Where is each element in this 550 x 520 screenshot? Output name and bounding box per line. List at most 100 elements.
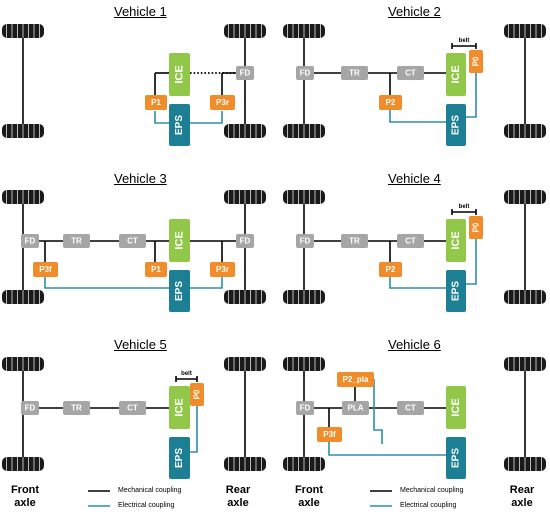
v3-p1-motor-label: P1 [151,265,161,274]
v3-electrical-line [44,277,223,289]
front-axle-label-left: Front axle [10,484,40,509]
v4-front-bottom-tire [283,290,325,304]
v3-p3r-motor-label: P3r [216,265,229,274]
v4-belt-label: belt [459,204,470,210]
v2-tr-block-label: TR [349,69,360,78]
v6-fd-block [296,401,314,415]
v2-front-bottom-tire [283,124,325,138]
rear-axle-label-right: Rear axle [509,484,535,509]
v3-rear-top-tire [224,190,266,204]
legend-mechanical-label-2: Mechanical coupling [400,487,464,494]
v3-eps-block-label: EPS [174,281,185,301]
rear-axle-label-left: Rear axle [225,484,251,509]
v4-eps-block [446,270,466,312]
v2-ice-block-label: ICE [450,65,462,83]
v3-p1-motor [145,262,167,277]
v2-p0-motor [469,50,483,73]
v5-fd-block-label: FD [25,404,36,413]
v1-p3r-motor [210,95,235,110]
v4-tr-block-label: TR [349,237,360,246]
v3-fd-rear-block [236,234,254,248]
v4-fd-block-label: FD [300,237,311,246]
v4-p2-motor-label: P2 [386,265,396,274]
v2-eps-block-label: EPS [451,115,462,135]
v1-p1-motor-label: P1 [151,98,161,107]
v6-electrical-line-p2pla [373,379,383,444]
v1-rear-top-tire [224,24,266,38]
v6-front-top-tire [283,357,325,371]
v5-ice-block-label: ICE [174,398,186,416]
v2-ice-block [446,53,466,96]
v2-front-top-tire [283,24,325,38]
v6-p3f-motor [317,427,342,442]
v3-ct-block [119,234,146,248]
v1-fd-block [236,66,254,80]
v6-pla-block [342,401,369,415]
vehicle-6-title: Vehicle 6 [388,337,441,352]
v3-eps-block [169,270,190,312]
v6-p2pla-motor-label: P2_pla [343,375,369,384]
v5-front-top-tire [2,357,44,371]
vehicle-3-title: Vehicle 3 [114,171,167,186]
v2-electrical-line-p2 [389,110,446,123]
v4-fd-block [296,234,314,248]
v4-p0-motor-label: P0 [472,222,481,232]
v3-fd-rear-block-label: FD [240,237,251,246]
v2-p0-motor-label: P0 [472,56,481,66]
v5-p0-motor [190,383,204,406]
v3-p3f-motor-label: P3f [39,265,52,274]
v3-p3f-motor [33,262,58,277]
vehicle-1-title: Vehicle 1 [114,4,167,19]
v5-fd-block [21,401,39,415]
v6-rear-top-tire [504,357,546,371]
v6-ct-block [397,401,424,415]
v4-p0-motor [469,216,483,239]
v3-rear-bottom-tire [224,290,266,304]
v6-front-bottom-tire [283,457,325,471]
v6-eps-block-label: EPS [451,448,462,468]
v4-rear-bottom-tire [504,290,546,304]
legend-electrical-label-2: Electrical coupling [400,502,457,509]
v1-p1-motor [145,95,167,110]
v2-rear-bottom-tire [504,124,546,138]
v3-tr-block [63,234,90,248]
v2-tr-block [341,66,368,80]
v3-fd-front-block [21,234,39,248]
v6-ice-block-label: ICE [450,398,462,416]
v1-front-bottom-tire [2,124,44,138]
v2-p2-motor [379,95,402,110]
v6-eps-block [446,437,466,479]
v3-ct-block-label: CT [127,237,138,246]
v4-tr-block [341,234,368,248]
vehicle-5-title: Vehicle 5 [114,337,167,352]
v2-belt-label: belt [459,38,470,44]
v1-ice-block [169,53,190,96]
v4-eps-block-label: EPS [451,281,462,301]
legend-mechanical-label-1: Mechanical coupling [118,487,182,494]
v1-rear-bottom-tire [224,124,266,138]
v4-front-top-tire [283,190,325,204]
v1-p3r-motor-label: P3r [216,98,229,107]
v3-front-top-tire [2,190,44,204]
v5-belt-label: belt [181,371,192,377]
v2-fd-block [296,66,314,80]
v1-eps-block-label: EPS [174,115,185,135]
v6-p3f-motor-label: P3f [323,430,336,439]
v4-electrical-line-p0 [466,234,477,285]
v5-rear-top-tire [224,357,266,371]
legend-electrical-label-1: Electrical coupling [118,502,175,509]
v2-electrical-line-p0 [466,66,477,118]
v3-front-bottom-tire [2,290,44,304]
v5-ct-block-label: CT [127,404,138,413]
v5-eps-block [169,437,190,479]
v3-ice-block-label: ICE [174,231,186,249]
v5-p0-motor-label: P0 [193,389,202,399]
v1-front-top-tire [2,24,44,38]
front-axle-label-right: Front axle [294,484,324,509]
v3-p3r-motor [210,262,235,277]
v6-fd-block-label: FD [300,404,311,413]
v4-ice-block-label: ICE [450,231,462,249]
v3-tr-block-label: TR [71,237,82,246]
v2-fd-block-label: FD [300,69,311,78]
